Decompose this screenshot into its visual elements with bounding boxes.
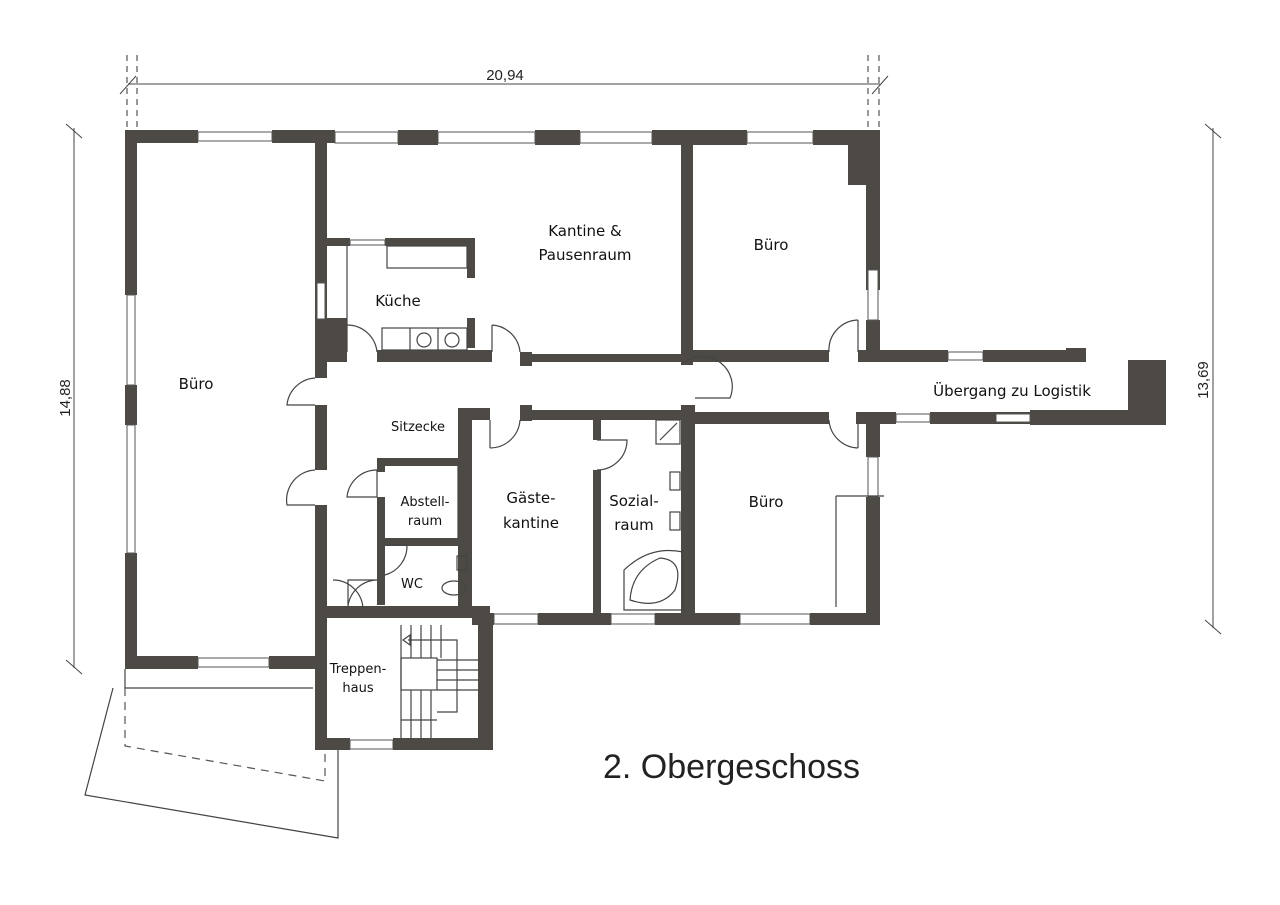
room-label-sozial-2: raum xyxy=(614,516,653,534)
dimension-height-left-label: 14,88 xyxy=(57,379,74,417)
room-label-gaeste-1: Gäste- xyxy=(506,489,555,507)
room-label-sitzecke: Sitzecke xyxy=(391,420,445,435)
room-label-buero-southeast: Büro xyxy=(749,493,784,511)
room-label-abstell-1: Abstell- xyxy=(401,495,450,510)
room-label-kueche: Küche xyxy=(375,292,421,310)
room-label-uebergang: Übergang zu Logistik xyxy=(933,381,1091,400)
room-label-kantine-1: Kantine & xyxy=(548,222,622,240)
room-label-buero-west: Büro xyxy=(179,375,214,393)
fixtures xyxy=(346,245,884,738)
dimension-height-right-label: 13,69 xyxy=(1195,361,1212,399)
room-label-abstell-2: raum xyxy=(408,514,442,529)
dimension-height-left: 14,88 xyxy=(57,123,83,675)
dimension-width-label: 20,94 xyxy=(486,67,524,84)
dimension-width: 20,94 xyxy=(119,55,889,130)
room-label-kantine-2: Pausenraum xyxy=(538,246,631,264)
room-label-buero-northeast: Büro xyxy=(754,236,789,254)
room-label-sozial-1: Sozial- xyxy=(609,492,659,510)
room-labels: Büro Kantine & Pausenraum Büro Küche Sit… xyxy=(179,222,1092,696)
staircase xyxy=(400,625,478,738)
plan-title: 2. Obergeschoss xyxy=(603,748,860,786)
walls xyxy=(125,130,1166,750)
room-label-wc: WC xyxy=(401,577,423,592)
dimension-height-right: 13,69 xyxy=(1195,123,1222,635)
room-label-treppen-2: haus xyxy=(342,681,373,696)
room-label-gaeste-2: kantine xyxy=(503,514,559,532)
terrace-outline xyxy=(84,669,339,839)
doors xyxy=(285,319,859,611)
room-label-treppen-1: Treppen- xyxy=(329,662,387,677)
